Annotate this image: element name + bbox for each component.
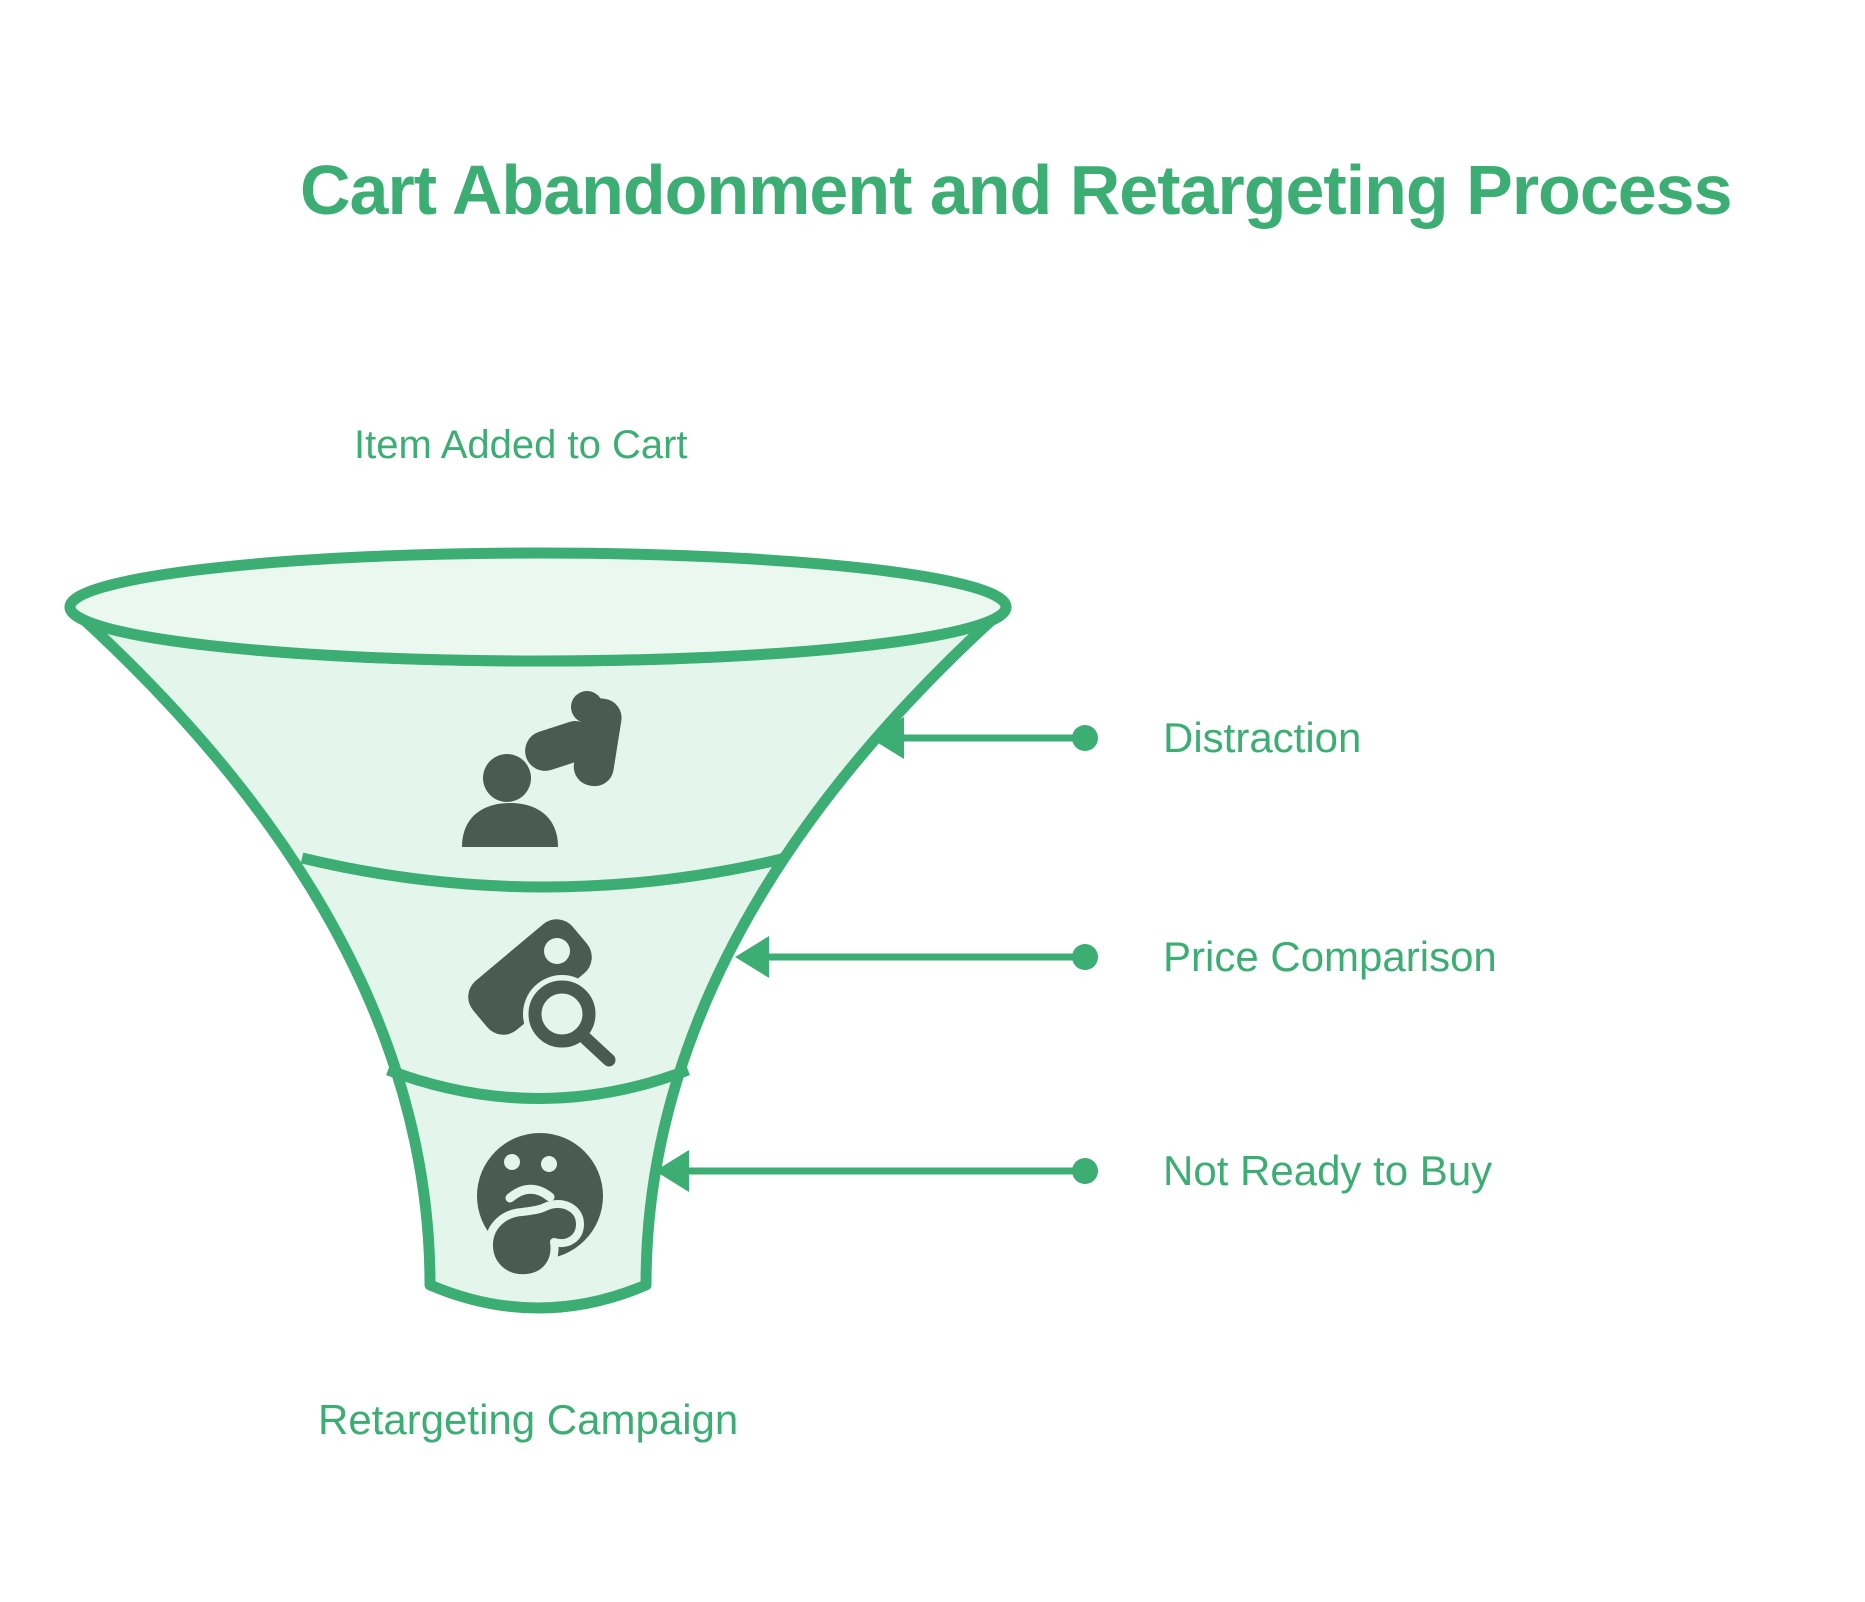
arrow-distraction (870, 717, 1098, 759)
stage-arrows (655, 717, 1098, 1192)
arrow-price-comparison (735, 936, 1098, 978)
funnel-top-ellipse (64, 547, 1012, 667)
funnel-divider-2 (386, 1064, 690, 1104)
person-waving-icon (462, 691, 622, 847)
price-tag-search-icon (468, 919, 621, 1072)
thinking-face-icon (477, 1133, 603, 1283)
stage-label-not-ready: Not Ready to Buy (1163, 1147, 1493, 1194)
funnel-entry-label: Item Added to Cart (354, 423, 688, 467)
arrow-not-ready (655, 1150, 1098, 1192)
funnel-divider-1 (300, 852, 788, 893)
funnel-exit-label: Retargeting Campaign (318, 1396, 739, 1443)
stage-label-price-comparison: Price Comparison (1163, 933, 1497, 980)
page-title: Cart Abandonment and Retargeting Process (300, 151, 1733, 229)
stage-label-distraction: Distraction (1163, 714, 1362, 761)
